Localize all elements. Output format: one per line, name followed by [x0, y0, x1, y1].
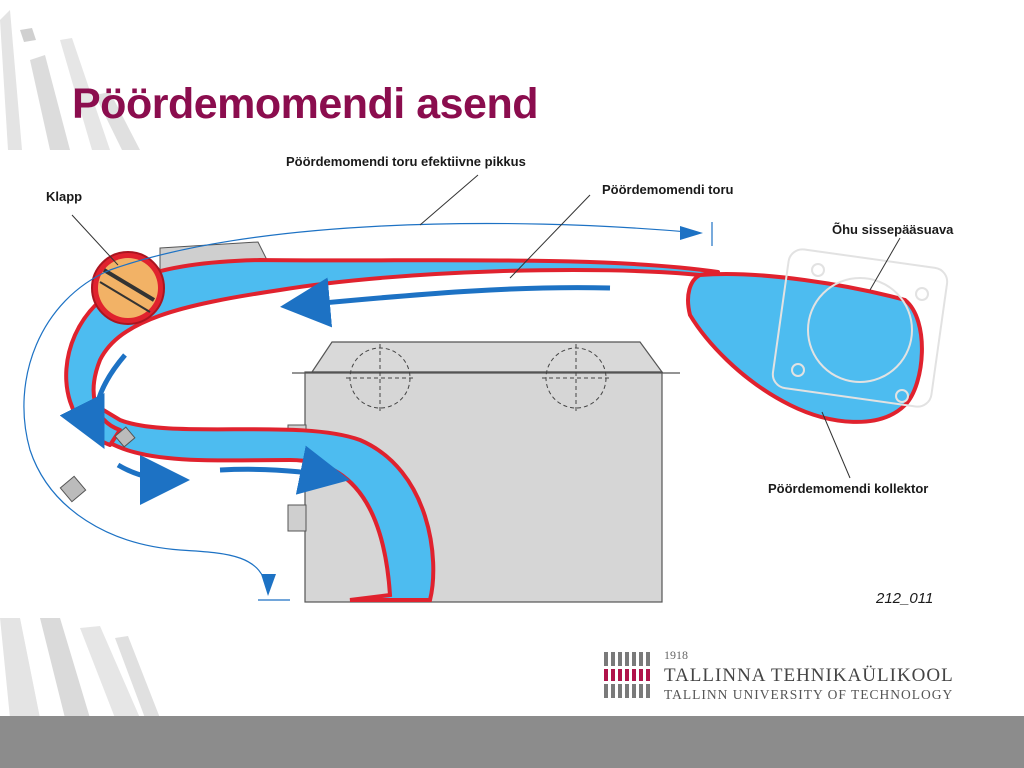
air-intake-flange: [771, 248, 949, 408]
torque-collector: [686, 272, 924, 424]
corner-decoration-top: [0, 10, 140, 150]
footer-bar: [0, 716, 1024, 768]
slide-title: Pöördemomendi asend: [72, 80, 538, 128]
label-flap: Klapp: [46, 189, 83, 204]
label-air-intake: Õhu sissepääsuava: [832, 222, 954, 237]
label-effective-length: Pöördemomendi toru efektiivne pikkus: [286, 154, 526, 169]
figure-code: 212_011: [876, 590, 934, 607]
flap-valve: [91, 251, 165, 325]
intake-manifold-diagram: [23, 174, 949, 603]
leader-lines: [71, 174, 901, 479]
effective-length-arrow: [23, 222, 713, 601]
label-torque-pipe: Pöördemomendi toru: [602, 182, 734, 197]
logo-name: TALLINNA TEHNIKAÜLIKOOL: [664, 665, 954, 686]
flow-arrows: [59, 277, 611, 505]
university-logo: 1918 TALLINNA TEHNIKAÜLIKOOL TALLINN UNI…: [604, 648, 984, 704]
logo-year: 1918: [664, 648, 688, 662]
corner-decoration-bottom: [0, 618, 160, 718]
label-torque-collector: Pöördemomendi kollektor: [768, 481, 929, 496]
logo-mark-icon: [604, 652, 650, 698]
logo-subtitle: TALLINN UNIVERSITY OF TECHNOLOGY: [664, 687, 954, 702]
